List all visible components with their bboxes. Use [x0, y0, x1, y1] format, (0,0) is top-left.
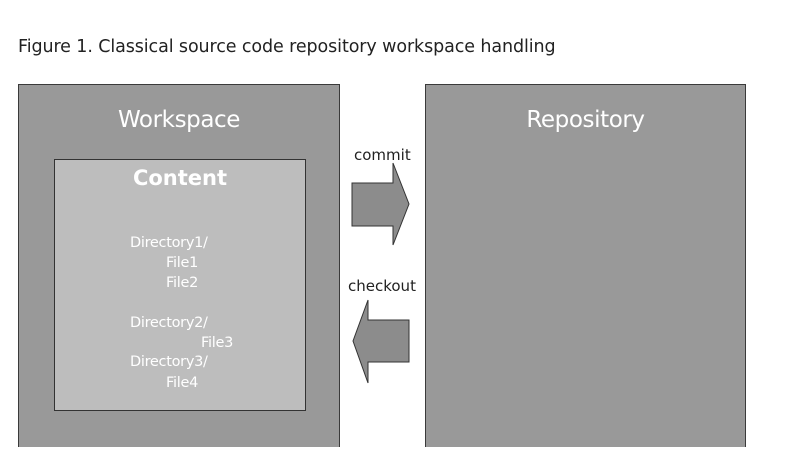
checkout-label: checkout [348, 277, 416, 295]
workspace-title: Workspace [117, 107, 241, 133]
repository-title: Repository [526, 107, 645, 133]
content-box: Content [54, 159, 306, 411]
commit-label: commit [354, 146, 411, 164]
tree-entry-file1: File1 [166, 255, 198, 271]
tree-entry-file2: File2 [166, 275, 198, 291]
figure-caption: Figure 1. Classical source code reposito… [18, 37, 556, 57]
content-title: Content [132, 166, 228, 190]
tree-entry-directory1: Directory1/ [130, 235, 208, 251]
repository-box: Repository [425, 84, 746, 447]
tree-entry-file4: File4 [166, 375, 198, 391]
tree-entry-directory3: Directory3/ [130, 354, 208, 370]
tree-entry-directory2: Directory2/ [130, 315, 208, 331]
tree-entry-file3: File3 [201, 335, 233, 351]
